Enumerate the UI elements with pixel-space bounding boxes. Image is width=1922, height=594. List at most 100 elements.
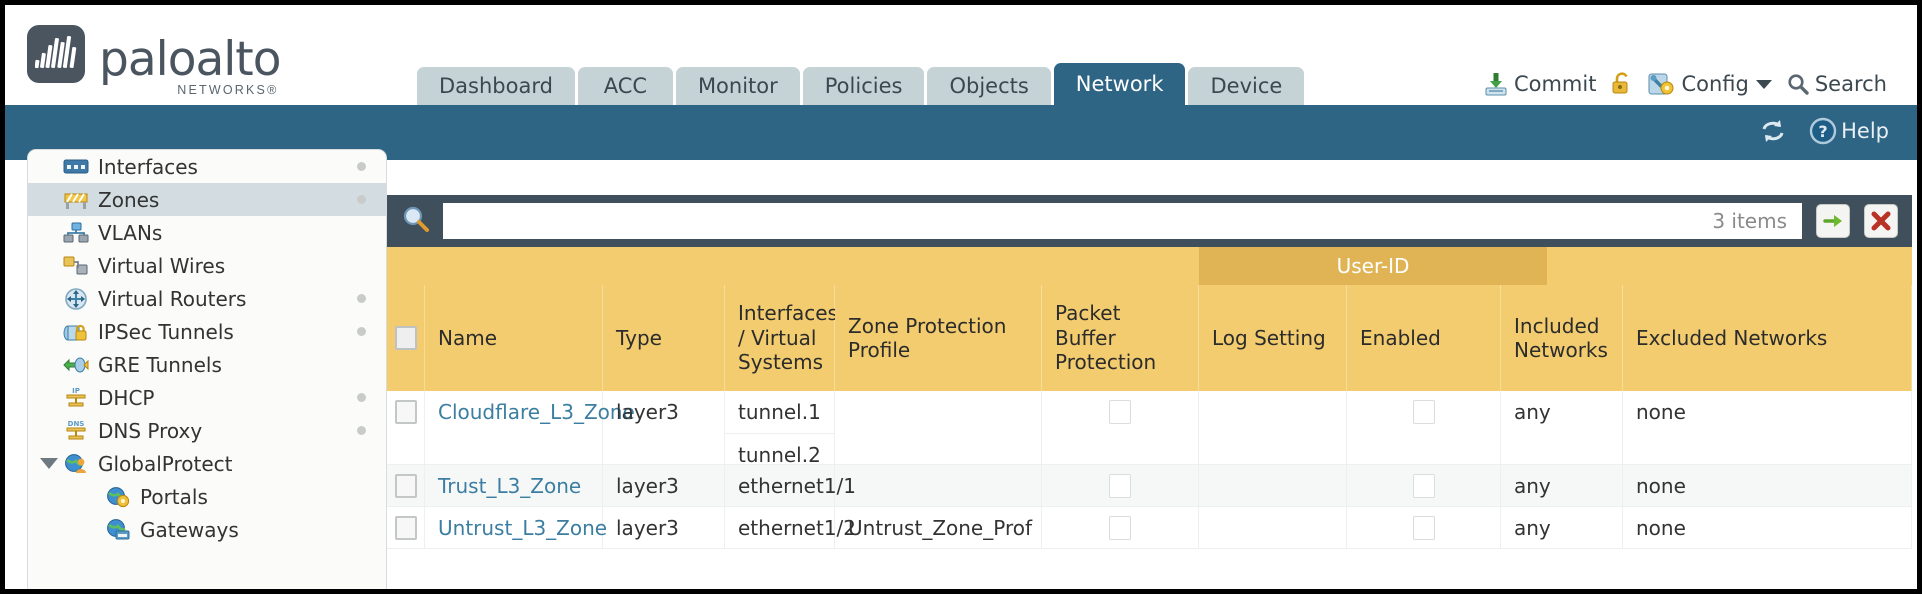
sidebar-item-virtual-routers[interactable]: Virtual Routers (28, 282, 386, 315)
column-header-included-networks[interactable]: Included Networks (1501, 285, 1623, 391)
row-select-cell (387, 391, 425, 464)
zones-icon (62, 189, 89, 211)
tab-device[interactable]: Device (1188, 67, 1305, 105)
status-dot (357, 426, 366, 435)
config-button[interactable]: Config (1648, 71, 1772, 97)
select-all-checkbox[interactable] (395, 326, 417, 350)
zone-interfaces: ethernet1/1 (725, 465, 856, 506)
sidebar-item-interfaces[interactable]: Interfaces (28, 150, 386, 183)
packet-buffer-protection-cell (1042, 465, 1199, 506)
context-bar-actions: ? Help (1737, 117, 1889, 145)
help-label: Help (1841, 119, 1889, 143)
row-checkbox[interactable] (395, 400, 417, 424)
refresh-button[interactable] (1759, 118, 1787, 144)
table-row[interactable]: Cloudflare_L3_Zone layer3 tunnel.1 tunne… (387, 391, 1912, 467)
sidebar-item-label: GlobalProtect (98, 451, 233, 476)
tab-policies[interactable]: Policies (802, 67, 925, 105)
sidebar-item-virtual-wires[interactable]: Virtual Wires (28, 249, 386, 282)
sidebar-item-vlans[interactable]: VLANs (28, 216, 386, 249)
row-checkbox[interactable] (395, 516, 417, 540)
config-wrench-gear-icon (1648, 73, 1674, 95)
zones-table: User-ID Name Type Interfaces / Virtual S… (387, 247, 1912, 584)
column-header-zone-protection-profile[interactable]: Zone Protection Profile (835, 285, 1042, 391)
search-label: Search (1814, 72, 1887, 96)
userid-enabled-checkbox[interactable] (1412, 474, 1435, 498)
tab-acc[interactable]: ACC (577, 67, 673, 105)
brand-name: paloalto (99, 32, 281, 88)
zone-interfaces: ethernet1/2 (725, 507, 856, 548)
packet-buffer-protection-cell (1042, 391, 1199, 464)
search-input[interactable]: 3 items (443, 203, 1802, 239)
brand-subtitle: NETWORKS® (177, 83, 279, 97)
commit-label: Commit (1513, 72, 1597, 96)
tab-objects[interactable]: Objects (927, 67, 1051, 105)
sidebar-item-dns-proxy[interactable]: DNS DNS Proxy (28, 414, 386, 447)
dns-proxy-icon: DNS (62, 420, 89, 442)
tab-dashboard[interactable]: Dashboard (417, 67, 575, 105)
userid-enabled-checkbox[interactable] (1412, 400, 1435, 424)
magnifier-icon[interactable] (401, 204, 431, 239)
apply-filter-button[interactable] (1816, 204, 1850, 238)
sidebar-item-zones[interactable]: Zones (28, 183, 386, 216)
help-button[interactable]: ? Help (1809, 117, 1889, 145)
svg-text:DNS: DNS (67, 420, 84, 428)
brand-logo: paloalto NETWORKS® (27, 25, 281, 97)
lock-button[interactable] (1610, 71, 1634, 97)
chevron-down-icon[interactable] (40, 458, 58, 469)
table-row[interactable]: Trust_L3_Zone layer3 ethernet1/1 any non… (387, 465, 1912, 507)
virtual-routers-icon (62, 287, 89, 310)
column-header-log-setting[interactable]: Log Setting (1199, 285, 1347, 391)
packet-buffer-protection-checkbox[interactable] (1109, 474, 1131, 498)
table-row[interactable]: Untrust_L3_Zone layer3 ethernet1/2 Untru… (387, 507, 1912, 549)
column-header-type[interactable]: Type (603, 285, 725, 391)
zone-protection-profile: Untrust_Zone_Prof (835, 507, 1042, 548)
svg-text:?: ? (1818, 122, 1827, 141)
interface-entry: tunnel.1 (725, 391, 834, 434)
paloalto-logo-mark (27, 25, 85, 83)
sidebar-item-label: Virtual Wires (98, 253, 226, 278)
zone-protection-profile (835, 391, 1042, 464)
dhcp-icon: IP (62, 387, 89, 409)
sidebar-item-globalprotect[interactable]: GlobalProtect (28, 447, 386, 480)
clear-filter-button[interactable] (1864, 204, 1898, 238)
sidebar-item-portals[interactable]: Portals (28, 480, 386, 513)
packet-buffer-protection-checkbox[interactable] (1109, 516, 1131, 540)
included-networks: any (1501, 391, 1623, 464)
zone-name-link[interactable]: Untrust_L3_Zone (425, 507, 607, 548)
column-header-packet-buffer-protection[interactable]: Packet Buffer Protection (1042, 285, 1199, 391)
row-checkbox[interactable] (395, 474, 417, 498)
green-arrow-apply-icon (1823, 215, 1842, 227)
commit-button[interactable]: Commit (1483, 71, 1597, 97)
sidebar-item-ipsec-tunnels[interactable]: IPSec Tunnels (28, 315, 386, 348)
filter-toolbar: 3 items (387, 195, 1912, 247)
column-header-interfaces[interactable]: Interfaces / Virtual Systems (725, 285, 838, 391)
packet-buffer-protection-checkbox[interactable] (1109, 400, 1131, 424)
sidebar-item-gre-tunnels[interactable]: GRE Tunnels (28, 348, 386, 381)
zone-name-link[interactable]: Trust_L3_Zone (425, 465, 603, 506)
sidebar-item-label: Gateways (140, 517, 239, 542)
table-group-header-row: User-ID (387, 247, 1912, 285)
sidebar-item-gateways[interactable]: Gateways (28, 513, 386, 546)
column-header-name[interactable]: Name (425, 285, 603, 391)
app-header: paloalto NETWORKS® Dashboard ACC Monitor… (5, 5, 1917, 105)
tab-monitor[interactable]: Monitor (675, 67, 800, 105)
column-header-excluded-networks[interactable]: Excluded Networks (1623, 285, 1912, 391)
main-tab-bar: Dashboard ACC Monitor Policies Objects N… (417, 63, 1307, 105)
chevron-down-icon[interactable] (1755, 79, 1772, 89)
padlock-icon (1612, 72, 1629, 94)
zone-name-link[interactable]: Cloudflare_L3_Zone (425, 391, 635, 464)
userid-enabled-checkbox[interactable] (1412, 516, 1435, 540)
portals-icon (104, 486, 131, 508)
network-sidebar: Interfaces Zones VLANs Virtual Wires (27, 149, 387, 589)
search-button[interactable]: Search (1786, 72, 1887, 96)
sidebar-item-dhcp[interactable]: IP DHCP (28, 381, 386, 414)
tab-network[interactable]: Network (1053, 63, 1186, 105)
sidebar-item-label: VLANs (98, 220, 163, 245)
row-select-cell (387, 465, 425, 506)
group-header-userid: User-ID (1199, 247, 1547, 285)
column-header-enabled[interactable]: Enabled (1347, 285, 1501, 391)
sidebar-item-label: DHCP (98, 385, 155, 410)
globalprotect-icon (62, 453, 89, 475)
status-dot (357, 294, 366, 303)
included-networks: any (1501, 507, 1623, 548)
